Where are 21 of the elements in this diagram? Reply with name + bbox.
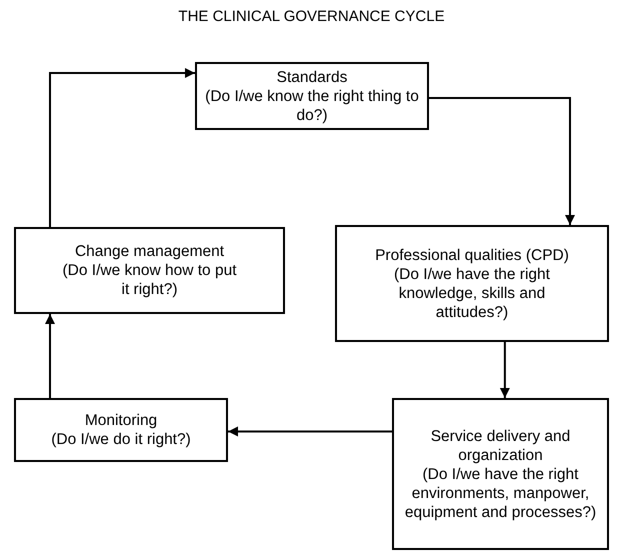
process-box: [335, 225, 609, 342]
process-box: [14, 398, 228, 462]
box-question: (Do I/we have the right environments, manpower, equipment and processes?): [404, 464, 598, 522]
box-heading: Service delivery and organization: [430, 426, 572, 464]
arrow: [45, 314, 55, 398]
box-question: (Do I/we have the right knowledge, skills and attitudes?): [393, 264, 551, 322]
diagram-title: THE CLINICAL GOVERNANCE CYCLE: [177, 8, 446, 25]
process-box: [14, 227, 285, 314]
process-box: [392, 398, 609, 550]
arrow: [228, 426, 392, 436]
box-question: (Do I/we do it right?): [51, 430, 191, 449]
arrow: [500, 342, 510, 398]
arrow: [49, 68, 195, 227]
box-question: (Do I/we know how to put it right?): [61, 261, 238, 299]
box-heading: Professional qualities (CPD): [375, 246, 569, 264]
arrow: [429, 97, 575, 225]
box-heading: Change management: [74, 242, 224, 261]
box-heading: Standards: [276, 68, 348, 86]
box-heading: Monitoring: [84, 411, 158, 430]
box-question: (Do I/we know the right thing to do?): [204, 86, 420, 124]
process-box: [195, 62, 429, 130]
